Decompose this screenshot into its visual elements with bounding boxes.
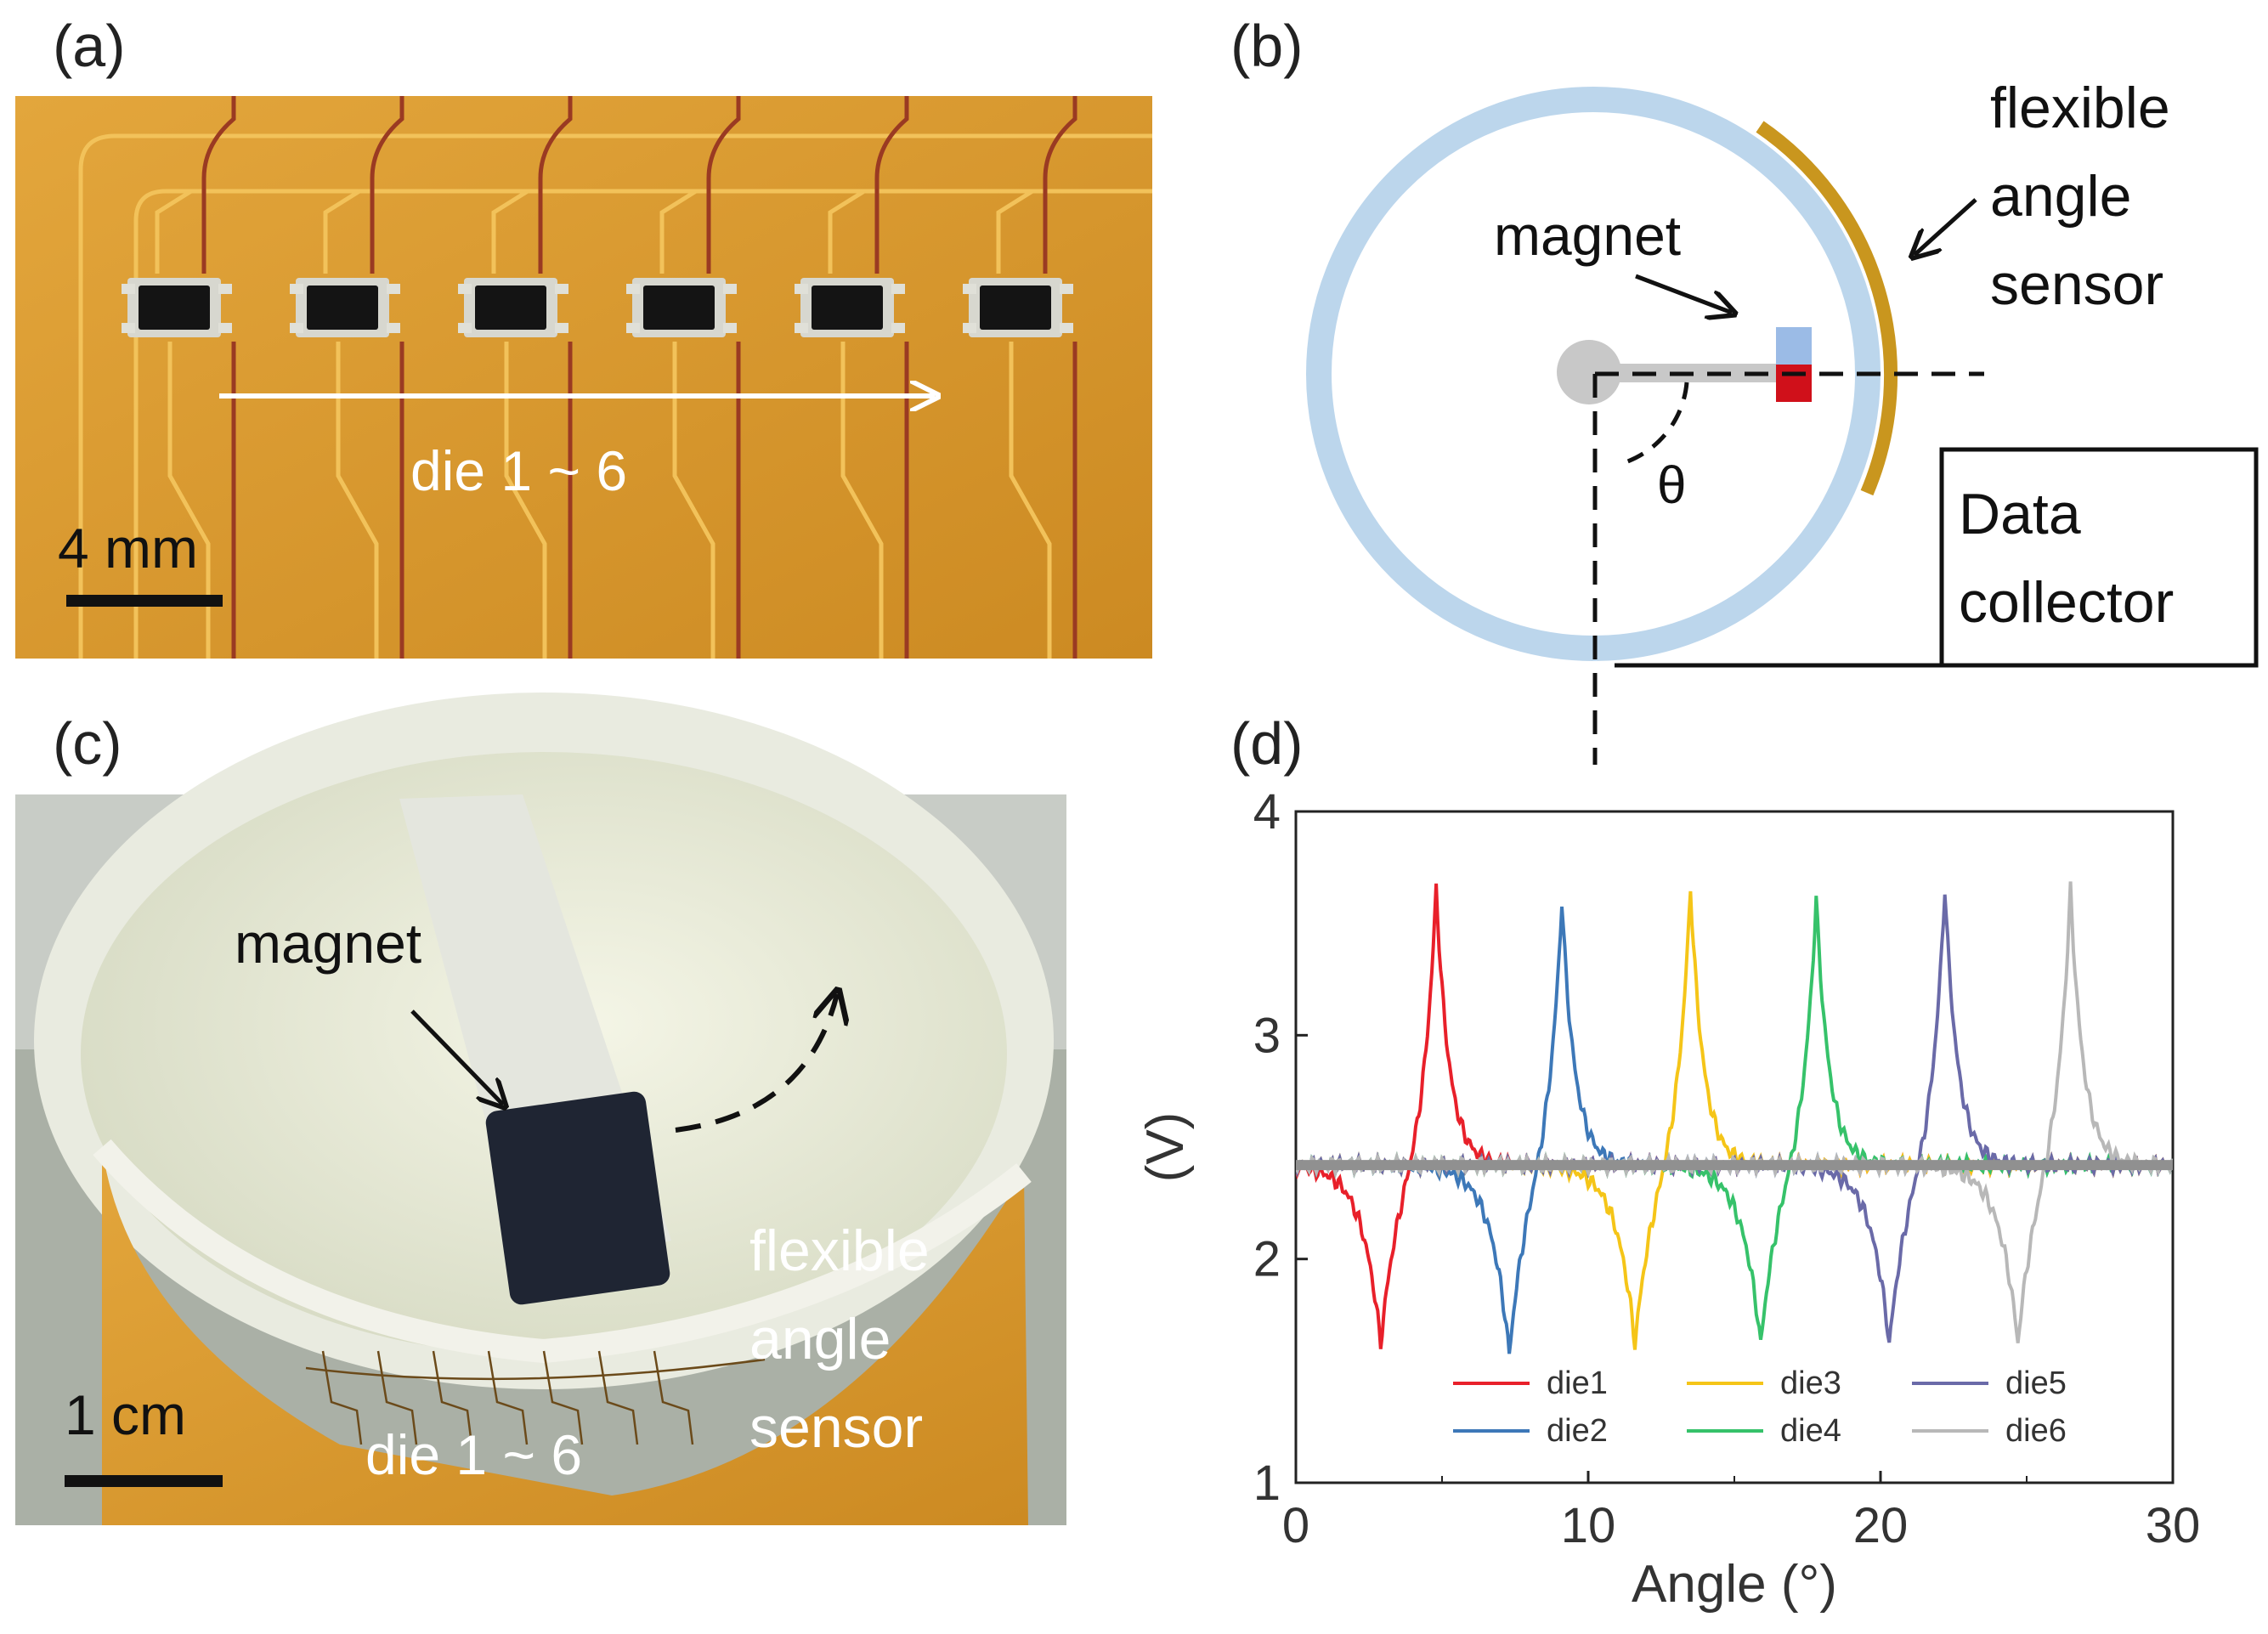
sensor-label-line-3: sensor: [749, 1395, 923, 1460]
sensor-label: flexible angle sensor: [749, 1218, 930, 1460]
die-range-label: die 1 ~ 6: [410, 439, 627, 502]
scale-bar: [66, 595, 223, 607]
theta-symbol: θ: [1657, 456, 1686, 515]
panel-b: θ magnet flexible angle sensor Data collect…: [1306, 76, 2259, 765]
y-tick-label: 2: [1253, 1232, 1281, 1287]
x-tick-label: 0: [1282, 1498, 1309, 1553]
x-tick-label: 10: [1561, 1498, 1616, 1553]
plot-area: [1296, 881, 2173, 1354]
sensor-label-line-1: flexible: [749, 1218, 930, 1283]
y-axis-title: (V): [1136, 1112, 1195, 1183]
x-tick-label: 20: [1853, 1498, 1909, 1553]
die-range-label: die 1 ~ 6: [365, 1423, 582, 1486]
film-traces: [305, 1350, 766, 1445]
legend-label-die4: die4: [1780, 1413, 1841, 1449]
y-tick-label: 3: [1253, 1008, 1281, 1063]
x-tick-label: 30: [2146, 1498, 2201, 1553]
series-line-die3: [1296, 891, 2173, 1350]
legend-label-die5: die5: [2005, 1365, 2067, 1401]
sensor-label-line-2: angle: [749, 1307, 891, 1371]
magnet-pointer-arrow: [410, 1009, 503, 1105]
legend-label-die1: die1: [1547, 1365, 1608, 1401]
sensor-pointer-arrow: [1915, 198, 1977, 255]
sensor-label-line-3: sensor: [1990, 252, 2163, 317]
angle-arc: [1622, 382, 1689, 466]
x-axis-title: Angle (°): [1632, 1555, 1837, 1614]
flexible-sensor-arc: [1756, 121, 1898, 496]
series-line-die1: [1296, 883, 2173, 1349]
magnet-pointer-arrow: [1635, 274, 1732, 313]
die-chip: [290, 278, 400, 337]
panel-a: die 1 ~ 6 4 mm: [15, 96, 1152, 659]
die-chip: [458, 278, 568, 337]
sensor-label: flexible angle sensor: [1990, 76, 2170, 317]
data-collector-box: [1939, 447, 2259, 668]
y-tick-label: 1: [1253, 1456, 1281, 1511]
collector-label-line-1: Data: [1959, 482, 2081, 546]
panel-c-letter: (c): [53, 710, 122, 777]
die-chip: [963, 278, 1073, 337]
magnet-label: magnet: [1494, 204, 1681, 267]
panel-b-letter: (b): [1230, 13, 1304, 79]
data-collector-label: Data collector: [1959, 482, 2174, 635]
series-line-die4: [1296, 896, 2173, 1340]
magnet-label: magnet: [235, 912, 421, 975]
pcb-traces: [78, 96, 1152, 659]
scale-bar-label: 4 mm: [58, 517, 198, 580]
scale-bar: [65, 1475, 223, 1487]
die-array: [122, 278, 1073, 337]
legend-label-die2: die2: [1547, 1413, 1608, 1449]
panel-c: magnet flexible angle sensor die 1 ~ 6 1 c…: [15, 693, 1066, 1525]
flexible-sensor-film: [102, 1147, 1028, 1525]
series-line-die6: [1296, 881, 2173, 1343]
legend-label-die6: die6: [2005, 1413, 2067, 1449]
magnet-north-pole: [1776, 327, 1812, 365]
legend-label-die3: die3: [1780, 1365, 1841, 1401]
collector-label-line-2: collector: [1959, 570, 2174, 635]
die-chip: [795, 278, 905, 337]
series-line-die5: [1296, 894, 2173, 1343]
magnet-south-pole: [1776, 365, 1812, 402]
sensor-label-line-1: flexible: [1990, 76, 2170, 140]
scale-bar-label: 1 cm: [65, 1383, 186, 1446]
panel-d-letter: (d): [1230, 710, 1304, 777]
die-chip: [626, 278, 737, 337]
panel-a-letter: (a): [53, 13, 126, 79]
die-chip: [122, 278, 232, 337]
sensor-label-line-2: angle: [1990, 164, 2131, 229]
magnet-block: [485, 1091, 670, 1305]
series-line-die2: [1296, 906, 2173, 1354]
y-tick-label: 4: [1253, 784, 1281, 840]
